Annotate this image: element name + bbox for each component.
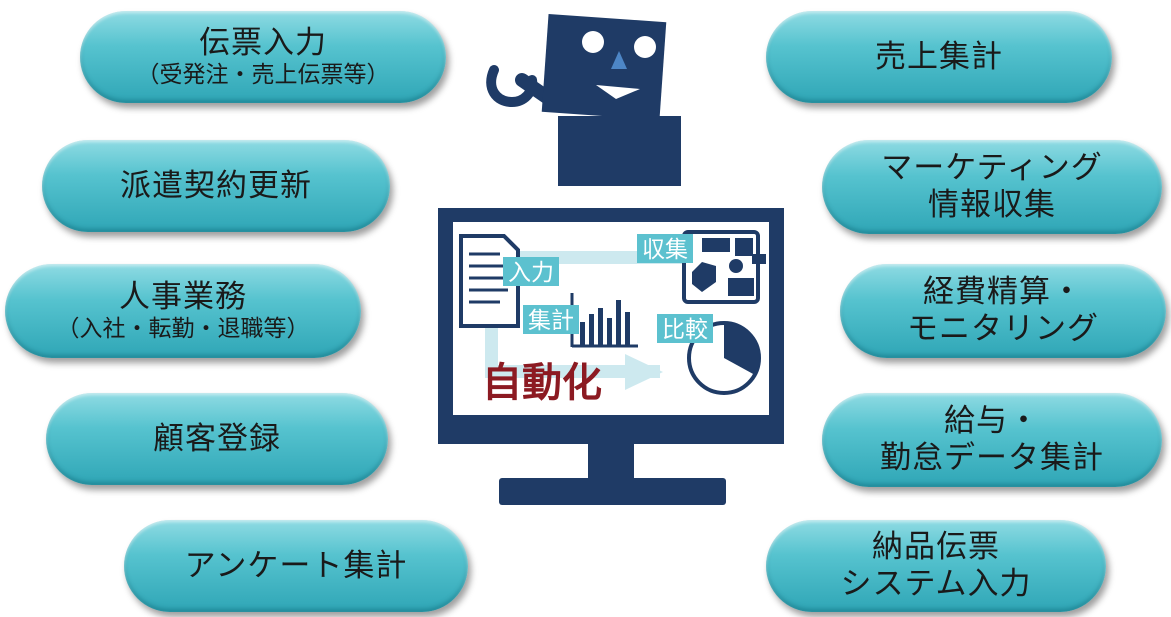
label-aggregate-bg <box>523 305 579 334</box>
task-pill-marketing-info: マーケティング 情報収集 <box>822 140 1162 234</box>
label-aggregate: 集計 <box>528 308 574 334</box>
task-title: 派遣契約更新 <box>120 167 312 204</box>
label-collect-bg <box>637 234 693 263</box>
task-subtitle: システム入力 <box>840 566 1032 602</box>
task-pill-expense-monitoring: 経費精算・ モニタリング <box>840 264 1166 358</box>
label-collect: 収集 <box>642 237 688 263</box>
automation-title: 自動化 <box>482 360 602 406</box>
label-input: 入力 <box>508 260 554 286</box>
task-title: 給与・ <box>944 403 1040 440</box>
task-pill-dispatch-contract: 派遣契約更新 <box>42 140 390 232</box>
data-collection-icon <box>682 230 766 304</box>
label-input-bg <box>503 257 559 286</box>
task-subtitle: （受発注・売上伝票等） <box>136 61 390 88</box>
label-compare: 比較 <box>662 317 708 343</box>
task-title: 顧客登録 <box>153 420 281 457</box>
task-pill-payroll-attendance: 給与・ 勤怠データ集計 <box>822 393 1162 487</box>
task-pill-customer-registration: 顧客登録 <box>46 393 388 485</box>
task-title: アンケート集計 <box>184 547 408 584</box>
robot-icon <box>486 14 681 186</box>
bar-chart-icon <box>570 293 638 348</box>
task-title: 経費精算・ <box>923 274 1083 311</box>
task-pill-hr: 人事業務 （入社・転勤・退職等） <box>5 264 361 358</box>
task-subtitle: （入社・転勤・退職等） <box>56 315 310 342</box>
task-subtitle: モニタリング <box>907 311 1099 347</box>
task-pill-survey-aggregation: アンケート集計 <box>124 520 468 612</box>
task-title: 納品伝票 <box>872 529 1000 566</box>
task-pill-slip-entry: 伝票入力 （受発注・売上伝票等） <box>80 11 446 103</box>
task-title: 人事業務 <box>119 279 247 316</box>
task-pill-delivery-slip-entry: 納品伝票 システム入力 <box>766 520 1106 612</box>
label-compare-bg <box>657 314 713 343</box>
task-pill-sales-aggregation: 売上集計 <box>766 11 1112 103</box>
task-title: マーケティング <box>881 150 1103 187</box>
task-title: 売上集計 <box>875 38 1003 75</box>
task-subtitle: 勤怠データ集計 <box>880 440 1104 476</box>
task-title: 伝票入力 <box>199 25 327 62</box>
task-subtitle: 情報収集 <box>928 187 1056 223</box>
